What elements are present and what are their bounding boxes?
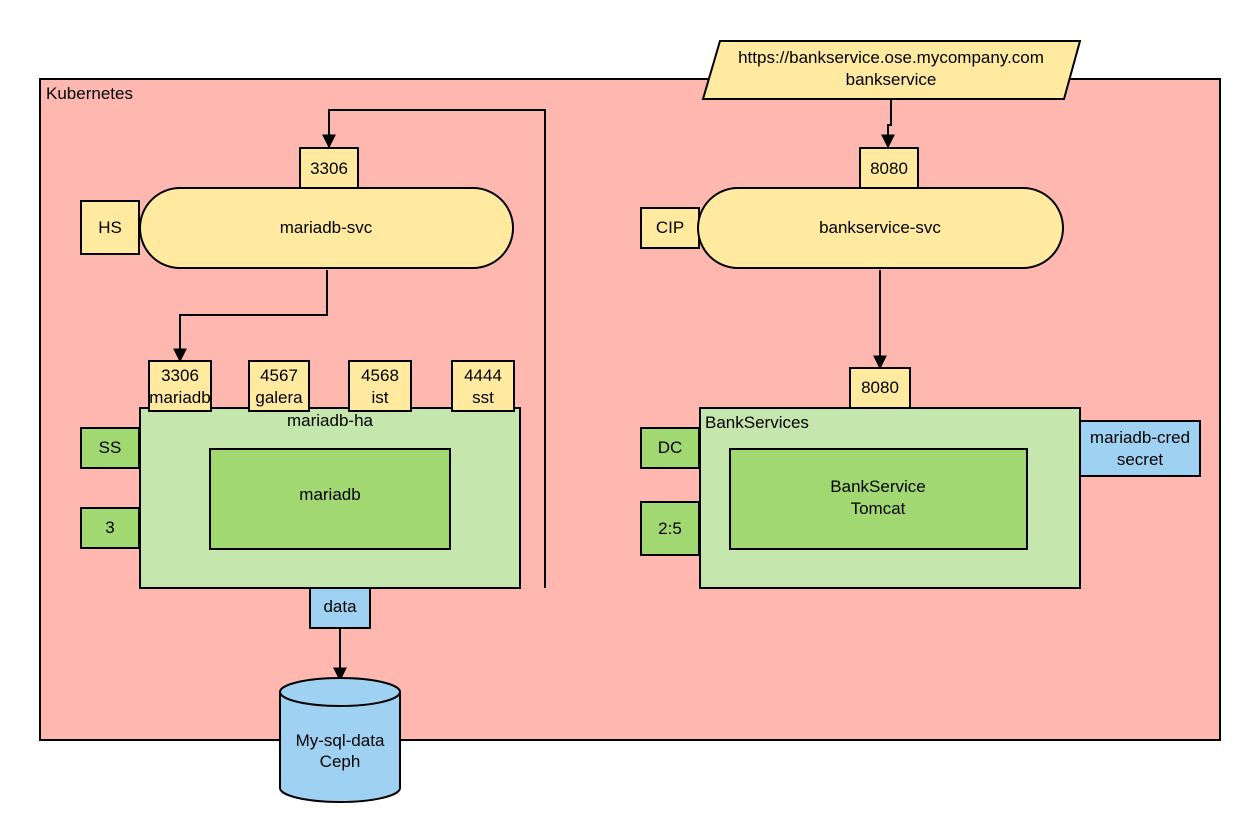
secret-line1: mariadb-cred [1090, 428, 1190, 447]
mariadb-ha-replicas-label: 3 [105, 518, 114, 537]
mariadb-port-sst: 4444 sst [451, 360, 515, 412]
mariadb-container [209, 448, 451, 550]
bankservice-svc-capsule [697, 187, 1064, 269]
bankservice-svc-type-label: CIP [656, 218, 684, 237]
mariadb-svc-type-label: HS [98, 218, 122, 237]
mariadb-ha-box [139, 407, 521, 589]
mariadb-svc-port-label: 3306 [310, 159, 348, 178]
mariadb-ha-kind-label: SS [99, 438, 122, 457]
mariadb-svc-type-badge [80, 200, 140, 255]
bankservices-label: BankServices [705, 413, 809, 432]
port-name: sst [472, 388, 494, 407]
bankservice-svc-port-label: 8080 [870, 159, 908, 178]
port-name: galera [255, 388, 303, 407]
mariadb-volume-label: data [323, 597, 357, 616]
secret-line2: secret [1117, 450, 1164, 469]
mariadb-svc-label: mariadb-svc [280, 218, 373, 237]
storage-line1: My-sql-data [296, 731, 385, 750]
storage-cylinder[interactable]: My-sql-data Ceph [279, 677, 401, 803]
port-name: ist [372, 388, 389, 407]
bankservices-pod[interactable]: BankServices BankService Tomcat DC 2:5 8… [640, 367, 1201, 589]
connector-bankservices-to-mariadb-svc [322, 109, 546, 588]
port-number: 4444 [464, 366, 502, 385]
bankservices-port-label: 8080 [861, 378, 899, 397]
port-number: 4567 [260, 366, 298, 385]
tomcat-container [729, 448, 1028, 550]
storage-line2: Ceph [320, 752, 361, 771]
port-name: mariadb [149, 388, 210, 407]
mariadb-port-mariadb: 3306 mariadb [148, 360, 212, 412]
bankservice-svc[interactable]: 8080 CIP bankservice-svc [640, 147, 1064, 269]
mariadb-cred-secret [1079, 420, 1201, 477]
bankservices-replicas-label: 2:5 [658, 519, 682, 538]
port-number: 3306 [161, 366, 199, 385]
cluster-label: Kubernetes [46, 84, 133, 103]
bankservice-svc-type-badge [640, 207, 700, 249]
ingress-name: bankservice [846, 70, 937, 89]
bankservices-port [849, 367, 911, 409]
port-number: 4568 [361, 366, 399, 385]
mariadb-svc[interactable]: 3306 HS mariadb-svc [80, 147, 514, 269]
mariadb-ha-replicas-badge [80, 507, 140, 549]
bankservices-kind-label: DC [658, 438, 683, 457]
mariadb-ha-kind-badge [80, 427, 140, 469]
connector-ingress-to-bankservice-svc [881, 99, 895, 149]
bankservices-kind-badge [640, 427, 700, 469]
tomcat-container-line2: Tomcat [851, 499, 906, 518]
mariadb-volume-mount [309, 587, 371, 629]
bankservice-svc-label: bankservice-svc [819, 218, 941, 237]
mariadb-port-galera: 4567 galera [248, 360, 310, 412]
connector-mariadb-svc-to-pod [173, 270, 328, 363]
mariadb-ha-pod[interactable]: mariadb-ha mariadb SS 3 3306 mariadb 456… [80, 360, 521, 629]
mariadb-port-ist: 4568 ist [348, 360, 412, 412]
mariadb-svc-capsule [139, 187, 514, 269]
mariadb-container-label: mariadb [299, 485, 360, 504]
ingress-url: https://bankservice.ose.mycompany.com [738, 48, 1044, 67]
tomcat-container-line1: BankService [830, 477, 925, 496]
bankservices-replicas-badge [640, 501, 700, 556]
mariadb-ha-label: mariadb-ha [287, 411, 374, 430]
ingress-route[interactable]: https://bankservice.ose.mycompany.com ba… [701, 40, 1082, 100]
